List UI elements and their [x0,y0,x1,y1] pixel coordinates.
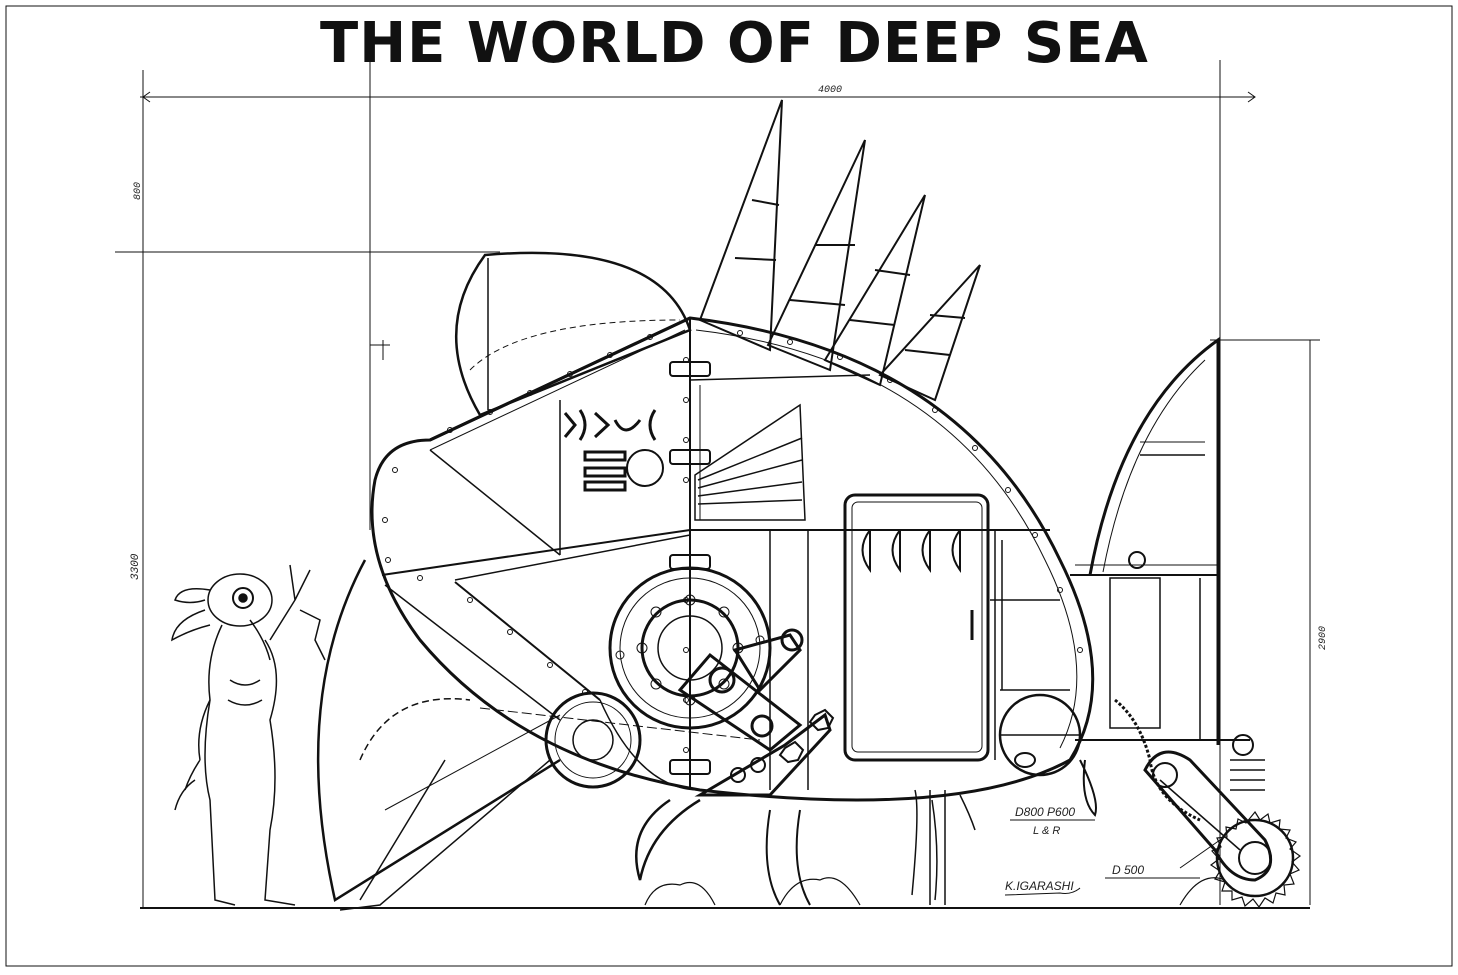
side-window [694,403,806,521]
wheel-side-label: L & R [1033,825,1060,837]
signature-underline [1004,887,1081,896]
dim-width-total: 4000 [818,85,842,96]
emblem-glyphs [563,409,664,492]
hatch-door[interactable] [843,493,990,762]
front-lower-fin [316,559,561,911]
hinge-plates [669,361,711,775]
ground-rocks [644,877,1226,906]
support-column [911,789,976,905]
dim-height-rear: 2900 [1318,626,1329,650]
drive-wheel [479,691,761,789]
sheet-border [5,5,1453,967]
wheel-spec-label: D800 P600 [1015,805,1075,819]
callout-leaders [1010,819,1221,879]
leg-linkage [635,628,835,906]
sheet-title: THE WORLD OF DEEP SEA [320,11,1149,76]
artist-signature: K.IGARASHI [1005,879,1074,893]
rear-leg-spiked-wheel [1114,698,1302,909]
body-frame-bars [769,530,1070,790]
fish-creature-figure [171,564,326,906]
rear-wheel-label: D 500 [1112,863,1144,877]
dim-height-top: 800 [133,182,144,200]
dimension-lines [115,60,1320,908]
dim-height-body: 3300 [130,553,142,580]
tail-sphere [998,693,1097,817]
tail-fin-arch [1070,337,1250,745]
fish-body-hull [370,316,1095,802]
